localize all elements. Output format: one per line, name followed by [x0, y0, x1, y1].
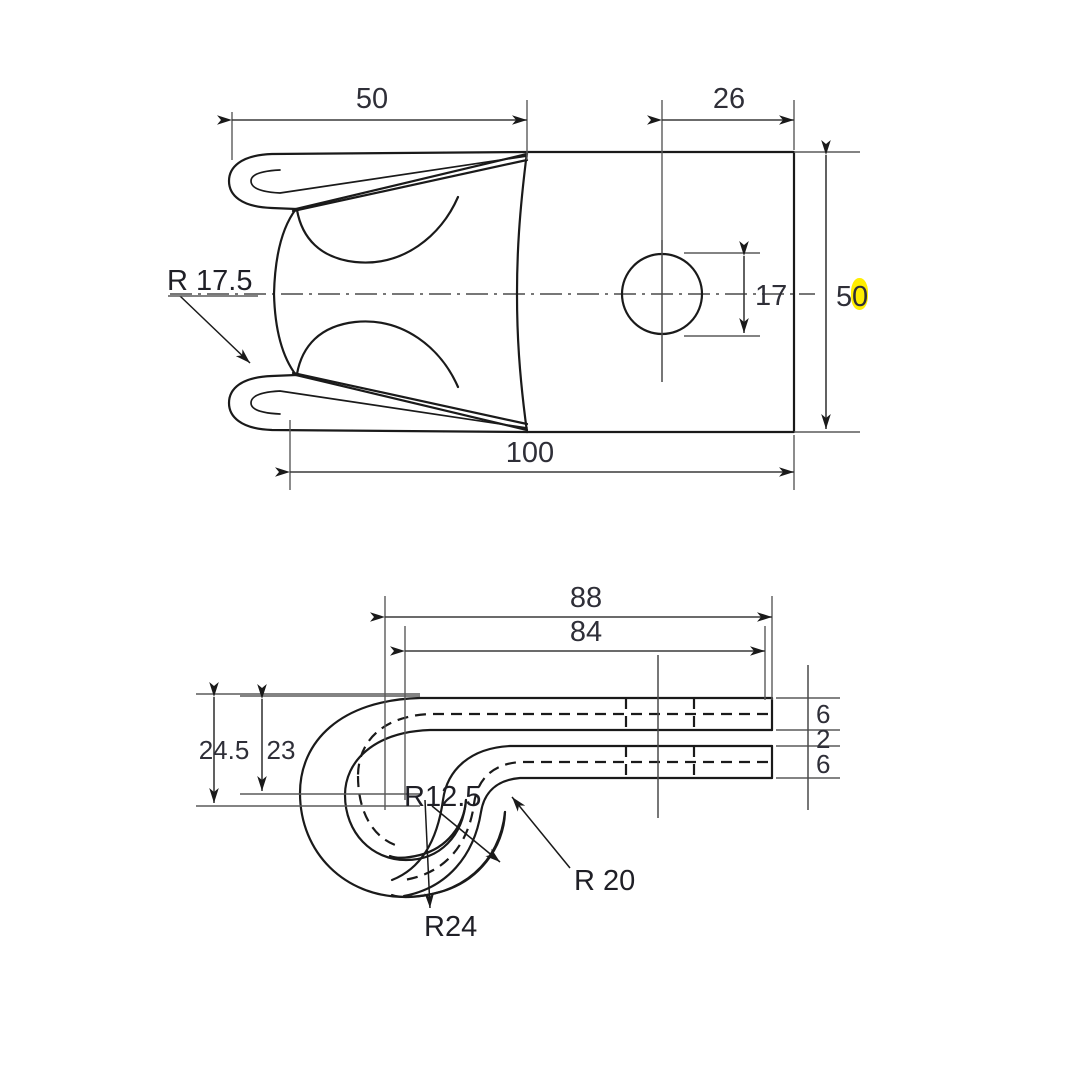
r17-5-text: R 17.5 [167, 265, 252, 297]
top-view-group: 50 26 17 5 0 100 R [167, 83, 868, 490]
top-view-lower-hook-taper-1 [294, 373, 529, 432]
r12-5-text: R12.5 [404, 781, 481, 813]
top-view-lower-hook-inner [250, 390, 528, 429]
dim-h50-highlight [851, 278, 868, 310]
dim-h50-text-highlighted: 0 [852, 281, 868, 313]
r20-text: R 20 [574, 865, 635, 897]
dim-88-text: 88 [570, 582, 602, 614]
r24-text: R24 [424, 911, 477, 943]
dim-100-text: 100 [506, 437, 554, 469]
r24-leader [424, 799, 435, 909]
top-view-lower-relief-arc [295, 320, 460, 389]
top-view-upper-hook-taper-1 [294, 152, 529, 211]
top-view-body-left-edge [515, 150, 529, 434]
side-view-upper-outer-contour [298, 696, 774, 899]
side-view-hidden-upper [356, 712, 768, 777]
dim-245-text: 24.5 [199, 735, 250, 765]
dim-84-text: 84 [570, 616, 602, 648]
thk-upper-text: 6 [816, 699, 830, 729]
thk-lower-text: 6 [816, 749, 830, 779]
dim-h50-text: 5 [836, 281, 852, 313]
r17-5-leader [179, 295, 251, 364]
dim-50-text: 50 [356, 83, 388, 115]
thk-gap-text: 2 [816, 724, 830, 754]
side-view-hidden-lower [403, 760, 768, 882]
side-view-hidden-bend [356, 775, 399, 848]
top-view-upper-hook-outer [227, 150, 529, 211]
top-view-lower-hook-outer [227, 373, 529, 434]
r12-5-leader [431, 805, 501, 863]
dim-26-text: 26 [713, 83, 745, 115]
side-view-hook-transition-outer [390, 810, 507, 899]
side-view-upper-inner-contour [343, 728, 774, 862]
top-view-lower-hook-taper-2 [291, 371, 529, 426]
dim-23-text: 23 [267, 735, 296, 765]
dim-17-text: 17 [755, 280, 787, 312]
side-view-group: 88 84 24.5 23 6 2 6 [196, 582, 840, 943]
r20-leader [511, 796, 571, 869]
side-view-lower-outer-contour [390, 744, 774, 882]
top-view-body-outline [525, 150, 796, 434]
top-view-lower-neck-fillet [272, 292, 298, 377]
side-view-hook-transition-inner [388, 798, 468, 859]
side-view-lower-inner-contour [402, 776, 774, 898]
top-view-upper-hook-taper-2 [291, 158, 529, 213]
top-view-upper-relief-arc [295, 195, 460, 264]
top-view-upper-neck-fillet [272, 207, 298, 296]
top-view-upper-hook-inner [250, 155, 528, 194]
